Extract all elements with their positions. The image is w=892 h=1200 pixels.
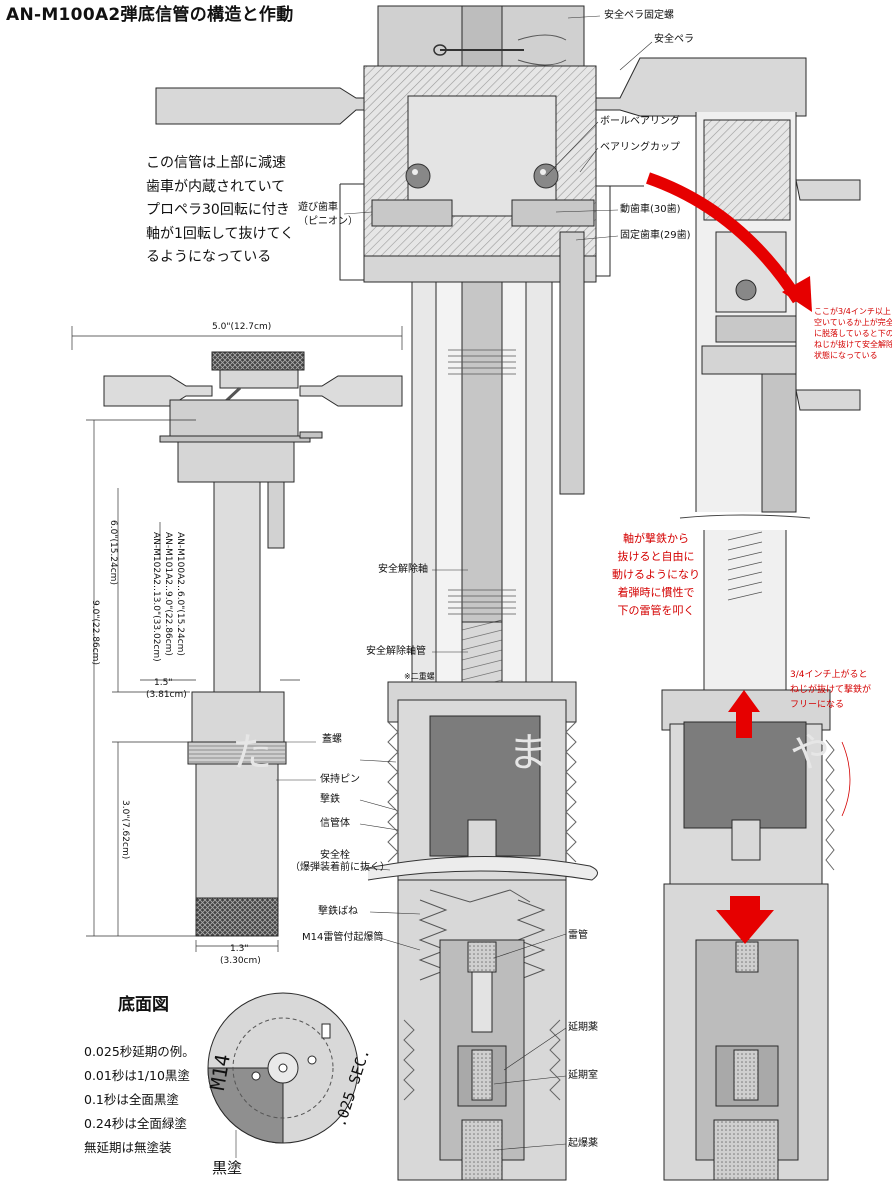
note-line: ここが3/4インチ以上 [814, 307, 891, 316]
arming-stem [461, 281, 503, 623]
red-arrow-up [728, 690, 760, 738]
label-ball-bearing: ボールベアリング [600, 116, 680, 127]
center-vane-left [155, 87, 379, 125]
note-striker-free: 軸が撃鉄から 抜けると自由に 動けるようになり 着弾時に慣性で 下の雷管を叩く [612, 530, 700, 620]
note-line: 軸が撃鉄から [623, 532, 689, 545]
note-arming-gap: ここが3/4インチ以上 空いているか上が完全 に脱落していると下の ねじが抜けて… [814, 306, 892, 361]
note-line: ねじが抜けて安全解除 [814, 340, 892, 349]
intro-line: るようになっている [146, 249, 272, 265]
note-line: 着弾時に慣性で [617, 586, 695, 599]
note-line: に脱落していると下の [814, 329, 892, 338]
intro-line: 軸が1回転して抜けてく [146, 225, 295, 242]
bottom-view-notes: 0.025秒延期の例。 0.01秒は1/10黒塗 0.1秒は全面黒塗 0.24秒… [84, 1040, 195, 1160]
label-arming-stem: 安全解除軸 [378, 564, 428, 575]
label-fixed-gear: 固定歯車(29歯) [620, 230, 691, 241]
external-knurl-bottom [195, 897, 279, 937]
dim-variant: AN-M100A2‥6.0"(15.24cm) [175, 532, 185, 656]
label-moving-gear: 動歯車(30歯) [620, 204, 681, 215]
red-arrow-down [716, 896, 774, 944]
dim-bottom-width: 1.3" [230, 944, 249, 954]
watermark: ま [508, 730, 548, 776]
primer-right [735, 941, 759, 973]
external-vane-right [299, 375, 403, 407]
bottom-view-title: 底面図 [118, 995, 169, 1015]
safety-pin-center [367, 855, 598, 881]
external-stem [213, 481, 261, 693]
external-view [71, 326, 403, 952]
knurled-nut [211, 351, 305, 371]
dim-variants: AN-M100A2‥6.0"(15.24cm) AN-M101A2‥9.0"(2… [150, 532, 186, 662]
page-title: AN-M100A2弾底信管の構造と作動 [6, 5, 294, 25]
note-line: 空いているか上が完全 [814, 318, 892, 327]
label-detonator-holder: M14雷管付起爆筒 [302, 932, 384, 943]
label-striker-spring: 撃鉄ばね [318, 906, 358, 917]
label-arming-stem-sleeve: 安全解除軸管 [366, 646, 426, 657]
intro-line: この信管は上部に減速 [146, 155, 286, 171]
bottom-note: 0.01秒は1/10黒塗 [84, 1068, 190, 1083]
external-vane-left [103, 375, 213, 407]
right-section [646, 112, 861, 1181]
leader-lines [235, 15, 653, 1158]
note-line: ねじが抜けて撃鉄が [790, 685, 872, 695]
dim-variant: AN-M102A2‥13.0"(33.02cm) [151, 532, 161, 662]
primer-center [467, 941, 497, 973]
watermark: た [232, 730, 272, 776]
label-idle-gear-sub: （ピニオン） [298, 216, 358, 227]
label-fuze-body: 信管体 [320, 818, 350, 829]
label-safety-pin-sub: （爆弾装着前に抜く） [290, 862, 390, 873]
center-section [155, 5, 807, 1181]
bottom-view-disc [207, 992, 359, 1144]
dim-length-b: 9.0"(22.86cm) [90, 600, 100, 665]
external-body [195, 763, 279, 899]
dim-length-a: 6.0"(15.24cm) [108, 520, 118, 585]
label-bearing-cup: ベアリングカップ [600, 142, 680, 153]
ball-bearing-right-section [735, 279, 757, 301]
label-idle-gear: 遊び歯車 [298, 202, 338, 213]
dim-bottom-width-cm: (3.30cm) [220, 956, 261, 966]
note-line: 抜けると自由に [617, 550, 695, 563]
red-arrow-curve [646, 172, 804, 304]
intro-line: プロペラ30回転に付き [146, 202, 290, 218]
note-line: 動けるようになり [612, 568, 700, 581]
label-safety-vane: 安全ペラ [654, 34, 694, 45]
label-booster: 起爆薬 [568, 1138, 598, 1149]
label-striker: 撃鉄 [320, 794, 340, 805]
external-cap [191, 691, 285, 743]
dim-body-width: 1.5" [154, 678, 173, 688]
label-safety-pin: 安全栓 [320, 850, 350, 861]
bottom-note: 無延期は無塗装 [84, 1140, 172, 1155]
intro-text: この信管は上部に減速 歯車が内蔵されていて プロペラ30回転に付き 軸が1回転し… [146, 152, 296, 270]
center-vane-right [583, 57, 807, 117]
note-line: 3/4インチ上がると [790, 670, 868, 680]
dim-body-width-cm: (3.81cm) [146, 690, 187, 700]
note-line: 状態になっている [814, 351, 878, 360]
label-primer: 雷管 [568, 930, 588, 941]
black-paint-label: 黒塗 [212, 1159, 243, 1177]
label-cap-screw: 蓋螺 [322, 734, 342, 745]
label-delay-chamber: 延期室 [568, 1070, 598, 1081]
label-safety-vane-nut: 安全ペラ固定螺 [604, 10, 674, 21]
bottom-note: 0.24秒は全面緑塗 [84, 1116, 187, 1131]
label-double-thread: ※二重螺 [404, 672, 435, 681]
intro-line: 歯車が内蔵されていて [146, 178, 286, 195]
note-line: 下の雷管を叩く [617, 604, 695, 617]
bottom-note: 0.025秒延期の例。 [84, 1044, 195, 1059]
watermark: や [790, 730, 830, 776]
note-three-quarter: 3/4インチ上がると ねじが抜けて撃鉄が フリーになる [790, 668, 871, 713]
dim-lower-length: 3.0"(7.62cm) [120, 800, 130, 860]
dim-width-top: 5.0"(12.7cm) [212, 322, 272, 332]
label-retaining-pin: 保持ピン [320, 774, 360, 785]
label-delay-element: 延期薬 [568, 1022, 598, 1033]
striker-right [683, 721, 807, 829]
dim-variant: AN-M101A2‥9.0"(22.86cm) [163, 532, 173, 656]
note-line: フリーになる [790, 700, 845, 710]
bottom-note: 0.1秒は全面黒塗 [84, 1092, 179, 1107]
ball-bearing-left [405, 163, 431, 189]
